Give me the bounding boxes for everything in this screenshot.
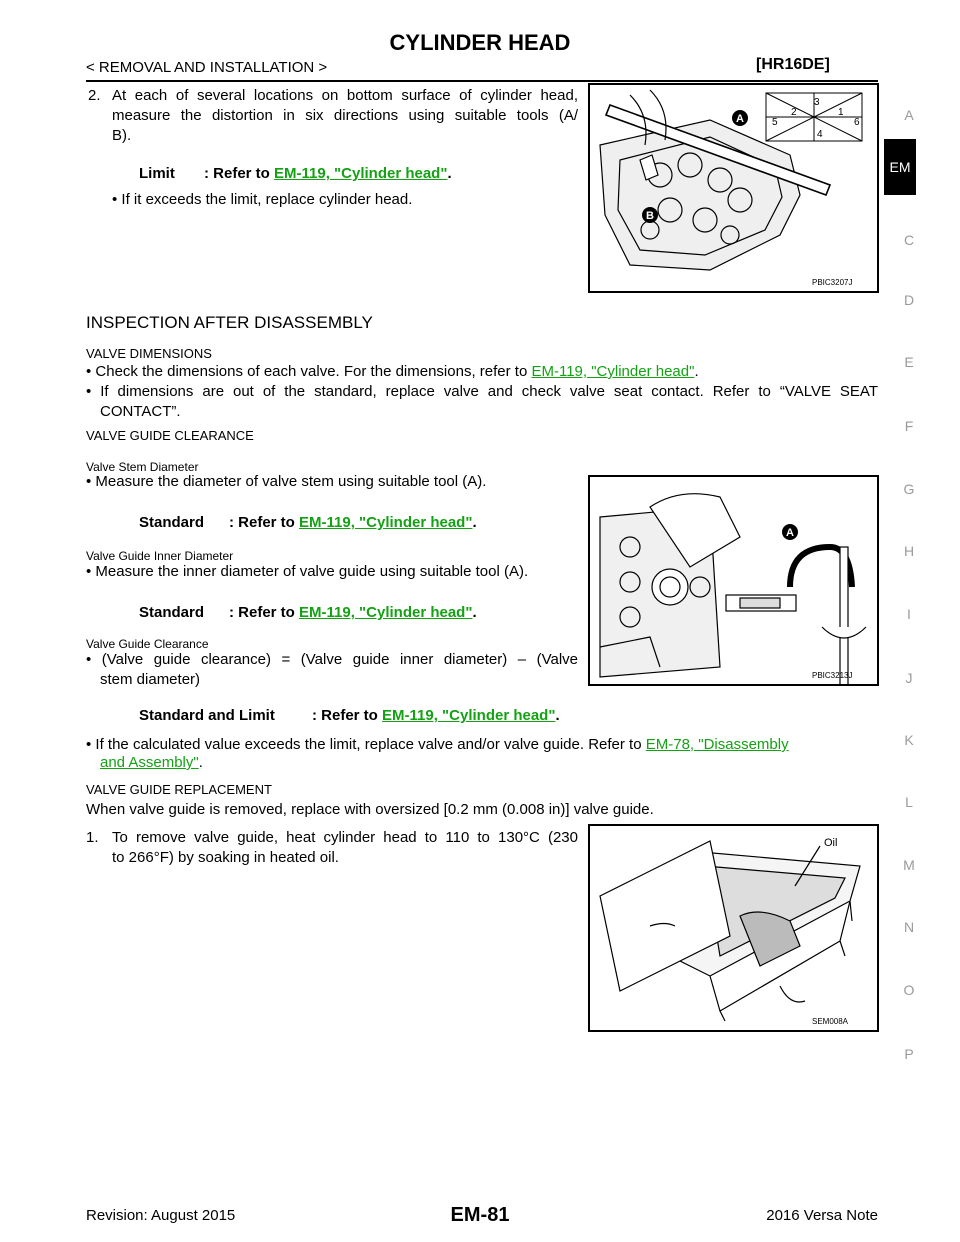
index-letter[interactable]: G	[903, 481, 915, 497]
formula-text: • (Valve guide clearance) = (Valve guide…	[86, 651, 578, 668]
ref-link-disassembly[interactable]: and Assembly"	[100, 754, 199, 771]
model-code: [HR16DE]	[756, 56, 830, 73]
header-rule	[86, 80, 878, 82]
index-letter[interactable]: O	[903, 982, 915, 998]
oil-bath-illustration: Oil SEM008A	[599, 837, 861, 1026]
index-letter[interactable]: A	[904, 107, 914, 123]
spec-label: Standard and Limit	[139, 707, 275, 724]
micrometer-illustration: A PBIC3213J	[599, 493, 867, 698]
spec-label: Standard	[139, 604, 205, 621]
svg-text:A: A	[736, 113, 744, 125]
bullet-text: • Measure the diameter of valve stem usi…	[86, 473, 487, 490]
vehicle-name: 2016 Versa Note	[766, 1207, 878, 1224]
subheading-valve-dimensions: VALVE DIMENSIONS	[86, 346, 212, 361]
index-letter[interactable]: K	[904, 732, 914, 748]
bullet-text: • If dimensions are out of the standard,…	[86, 383, 878, 400]
index-letter[interactable]: I	[907, 606, 911, 622]
spec-refer: : Refer to EM-119, "Cylinder head".	[204, 165, 452, 182]
step-text-line: To remove valve guide, heat cylinder hea…	[112, 829, 578, 846]
page-number: EM-81	[450, 1204, 510, 1226]
revision-date: Revision: August 2015	[86, 1207, 236, 1224]
diagram-number: 5	[772, 117, 778, 128]
oil-label: Oil	[824, 837, 837, 849]
cylinder-head-illustration: 1 2 3 4 5 6 A B PBIC3207J	[599, 89, 863, 287]
subheading-valve-guide-clearance: VALVE GUIDE CLEARANCE	[86, 428, 254, 443]
section-tab-em[interactable]: EM	[884, 139, 916, 195]
bullet-text: CONTACT”.	[100, 403, 181, 420]
index-letter[interactable]: C	[903, 232, 915, 248]
bullet-text: • Check the dimensions of each valve. Fo…	[86, 363, 699, 380]
spec-refer: : Refer to EM-119, "Cylinder head".	[229, 604, 477, 621]
bullet-text: • If it exceeds the limit, replace cylin…	[112, 191, 413, 208]
breadcrumb: < REMOVAL AND INSTALLATION >	[86, 59, 328, 76]
index-letter[interactable]: M	[903, 857, 915, 873]
figure-code: PBIC3207J	[812, 278, 852, 287]
figure-code: SEM008A	[812, 1017, 849, 1026]
ref-link-cylinder-head[interactable]: EM-119, "Cylinder head"	[274, 165, 448, 182]
ref-link-cylinder-head[interactable]: EM-119, "Cylinder head"	[382, 707, 556, 724]
figure-cylinder-head-distortion: 1 2 3 4 5 6 A B PBIC3207J	[588, 83, 879, 293]
spec-label: Standard	[139, 514, 205, 531]
diagram-number: 6	[854, 117, 860, 128]
step-text-line: to 266°F) by soaking in heated oil.	[112, 849, 339, 866]
figure-code: PBIC3213J	[812, 671, 852, 680]
diagram-number: 1	[838, 107, 844, 118]
formula-text: stem diameter)	[100, 671, 201, 688]
ref-link-cylinder-head[interactable]: EM-119, "Cylinder head"	[299, 514, 473, 531]
callout-a: A	[732, 110, 748, 126]
index-letter[interactable]: D	[903, 292, 915, 308]
svg-text:A: A	[786, 527, 794, 539]
index-letter[interactable]: N	[903, 919, 915, 935]
spec-label: Limit	[139, 165, 175, 182]
spec-refer: : Refer to EM-119, "Cylinder head".	[312, 707, 560, 724]
bullet-text: • If the calculated value exceeds the li…	[86, 736, 789, 753]
index-letter[interactable]: L	[905, 794, 913, 810]
index-letter[interactable]: P	[904, 1046, 914, 1062]
step-text-line: At each of several locations on bottom s…	[112, 87, 578, 104]
section-heading: INSPECTION AFTER DISASSEMBLY	[86, 313, 373, 332]
index-letter[interactable]: H	[903, 543, 915, 559]
ref-link-cylinder-head[interactable]: EM-119, "Cylinder head"	[531, 363, 695, 380]
figure-heated-oil-bath: Oil SEM008A	[588, 824, 879, 1032]
diagram-number: 4	[817, 129, 823, 140]
body-text: When valve guide is removed, replace wit…	[86, 801, 654, 818]
step-number: 2.	[88, 87, 101, 104]
bullet-text: • Measure the inner diameter of valve gu…	[86, 563, 529, 580]
step-text-line: B).	[112, 127, 132, 144]
index-letter[interactable]: F	[904, 418, 914, 434]
bullet-text: and Assembly".	[100, 754, 203, 771]
index-letter[interactable]: E	[904, 354, 914, 370]
spec-refer: : Refer to EM-119, "Cylinder head".	[229, 514, 477, 531]
svg-text:B: B	[646, 210, 654, 222]
subheading-valve-stem-diameter: Valve Stem Diameter	[86, 460, 199, 474]
diagram-number: 2	[791, 107, 797, 118]
callout-a: A	[782, 524, 798, 540]
diagram-number: 3	[814, 97, 820, 108]
page-title: CYLINDER HEAD	[389, 30, 571, 55]
ref-link-disassembly[interactable]: EM-78, "Disassembly	[645, 736, 789, 753]
step-number: 1.	[86, 829, 99, 846]
subheading-valve-guide-clearance-calc: Valve Guide Clearance	[86, 637, 209, 651]
subheading-valve-guide-replacement: VALVE GUIDE REPLACEMENT	[86, 782, 272, 797]
index-letter[interactable]: J	[905, 670, 913, 686]
callout-b: B	[642, 207, 658, 223]
step-text-line: measure the distortion in six directions…	[112, 107, 578, 124]
figure-valve-stem-measure: A PBIC3213J	[588, 475, 879, 698]
ref-link-cylinder-head[interactable]: EM-119, "Cylinder head"	[299, 604, 473, 621]
subheading-valve-guide-inner-diameter: Valve Guide Inner Diameter	[86, 549, 234, 563]
